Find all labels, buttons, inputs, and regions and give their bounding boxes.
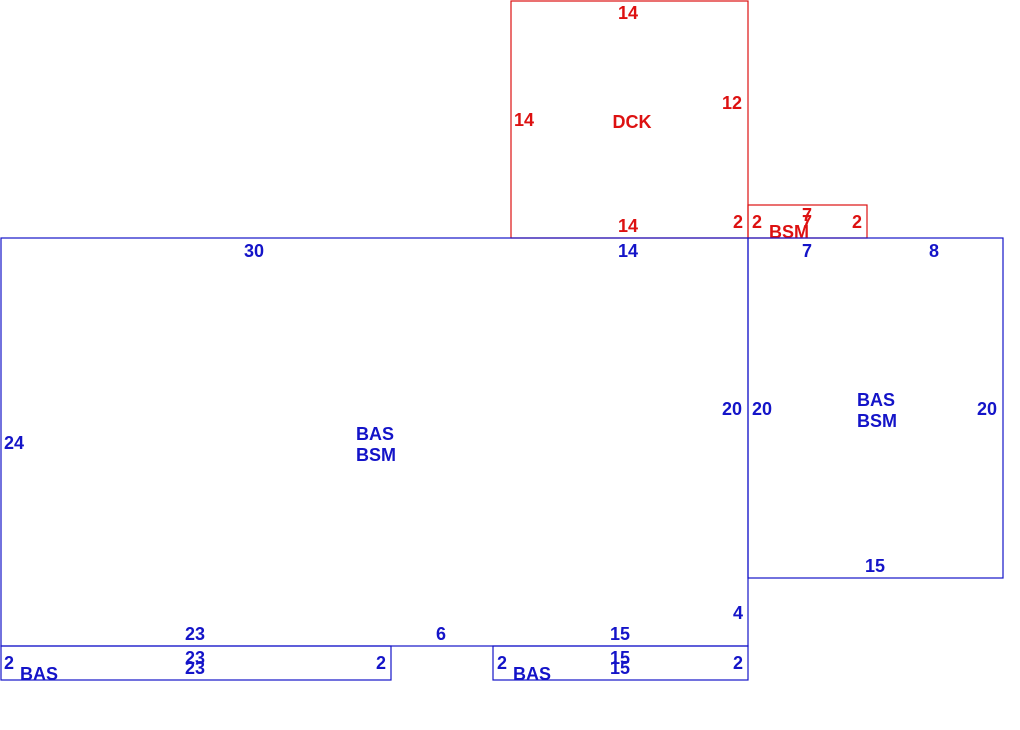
east-dim-top-b: 8 bbox=[929, 241, 939, 261]
main-code-line-2: BSM bbox=[356, 445, 396, 465]
main-dim-right: 20 bbox=[722, 399, 742, 419]
bottom-right-outline bbox=[492, 645, 749, 681]
deck-dim-corner: 2 bbox=[733, 212, 743, 232]
bottom-right-dim-right: 2 bbox=[733, 653, 743, 673]
bottom-left-dim-left: 2 bbox=[4, 653, 14, 673]
bottom-left-dim-top: 23 bbox=[185, 648, 205, 668]
bottom-right-dim-bottom: 15 bbox=[610, 658, 630, 678]
deck-dim-right: 12 bbox=[722, 93, 742, 113]
small-bsm-dim-top-b: 7 bbox=[802, 212, 812, 232]
bottom-right-code: BAS bbox=[513, 664, 551, 684]
east-dim-left: 20 bbox=[752, 399, 772, 419]
bottom-right-dim-top: 15 bbox=[610, 648, 630, 668]
bottom-right-dim-left: 2 bbox=[497, 653, 507, 673]
main-dim-left: 24 bbox=[4, 433, 24, 453]
east-outline bbox=[747, 237, 1004, 579]
east-dim-bottom: 15 bbox=[865, 556, 885, 576]
main-dim-bottom-a: 23 bbox=[185, 624, 205, 644]
east-area: BAS BSM 7 8 20 20 15 bbox=[747, 237, 1004, 579]
main-area: BAS BSM 30 14 24 20 4 23 6 15 bbox=[0, 237, 749, 647]
east-dim-right: 20 bbox=[977, 399, 997, 419]
small-bsm-dim-left: 2 bbox=[752, 212, 762, 232]
east-dim-top-a: 7 bbox=[802, 241, 812, 261]
main-dim-step: 4 bbox=[733, 603, 743, 623]
small-bsm-area: 2 7 7 BSM 2 bbox=[747, 204, 868, 242]
bottom-left-outline bbox=[0, 645, 392, 681]
east-code-line-2: BSM bbox=[857, 411, 897, 431]
main-code-line-1: BAS bbox=[356, 424, 394, 444]
bottom-left-code: BAS bbox=[20, 664, 58, 684]
bottom-left-area: 2 BAS 23 23 2 bbox=[0, 645, 392, 684]
main-dim-bottom-b: 15 bbox=[610, 624, 630, 644]
main-dim-bottom-gap: 6 bbox=[436, 624, 446, 644]
deck-code: DCK bbox=[613, 112, 652, 132]
small-bsm-code: BSM bbox=[769, 222, 809, 242]
small-bsm-dim-right: 2 bbox=[852, 212, 862, 232]
bottom-right-area: 2 BAS 15 15 2 bbox=[492, 645, 749, 684]
deck-dim-bottom: 14 bbox=[618, 216, 638, 236]
deck-dim-top: 14 bbox=[618, 3, 638, 23]
small-bsm-dim-top-a: 7 bbox=[802, 205, 812, 225]
east-code-line-1: BAS bbox=[857, 390, 895, 410]
bottom-left-dim-right: 2 bbox=[376, 653, 386, 673]
deck-area: DCK 14 14 12 14 2 bbox=[510, 0, 749, 239]
main-dim-top-right: 14 bbox=[618, 241, 638, 261]
deck-dim-left: 14 bbox=[514, 110, 534, 130]
bottom-left-dim-bottom: 23 bbox=[185, 658, 205, 678]
main-dim-top-left: 30 bbox=[244, 241, 264, 261]
